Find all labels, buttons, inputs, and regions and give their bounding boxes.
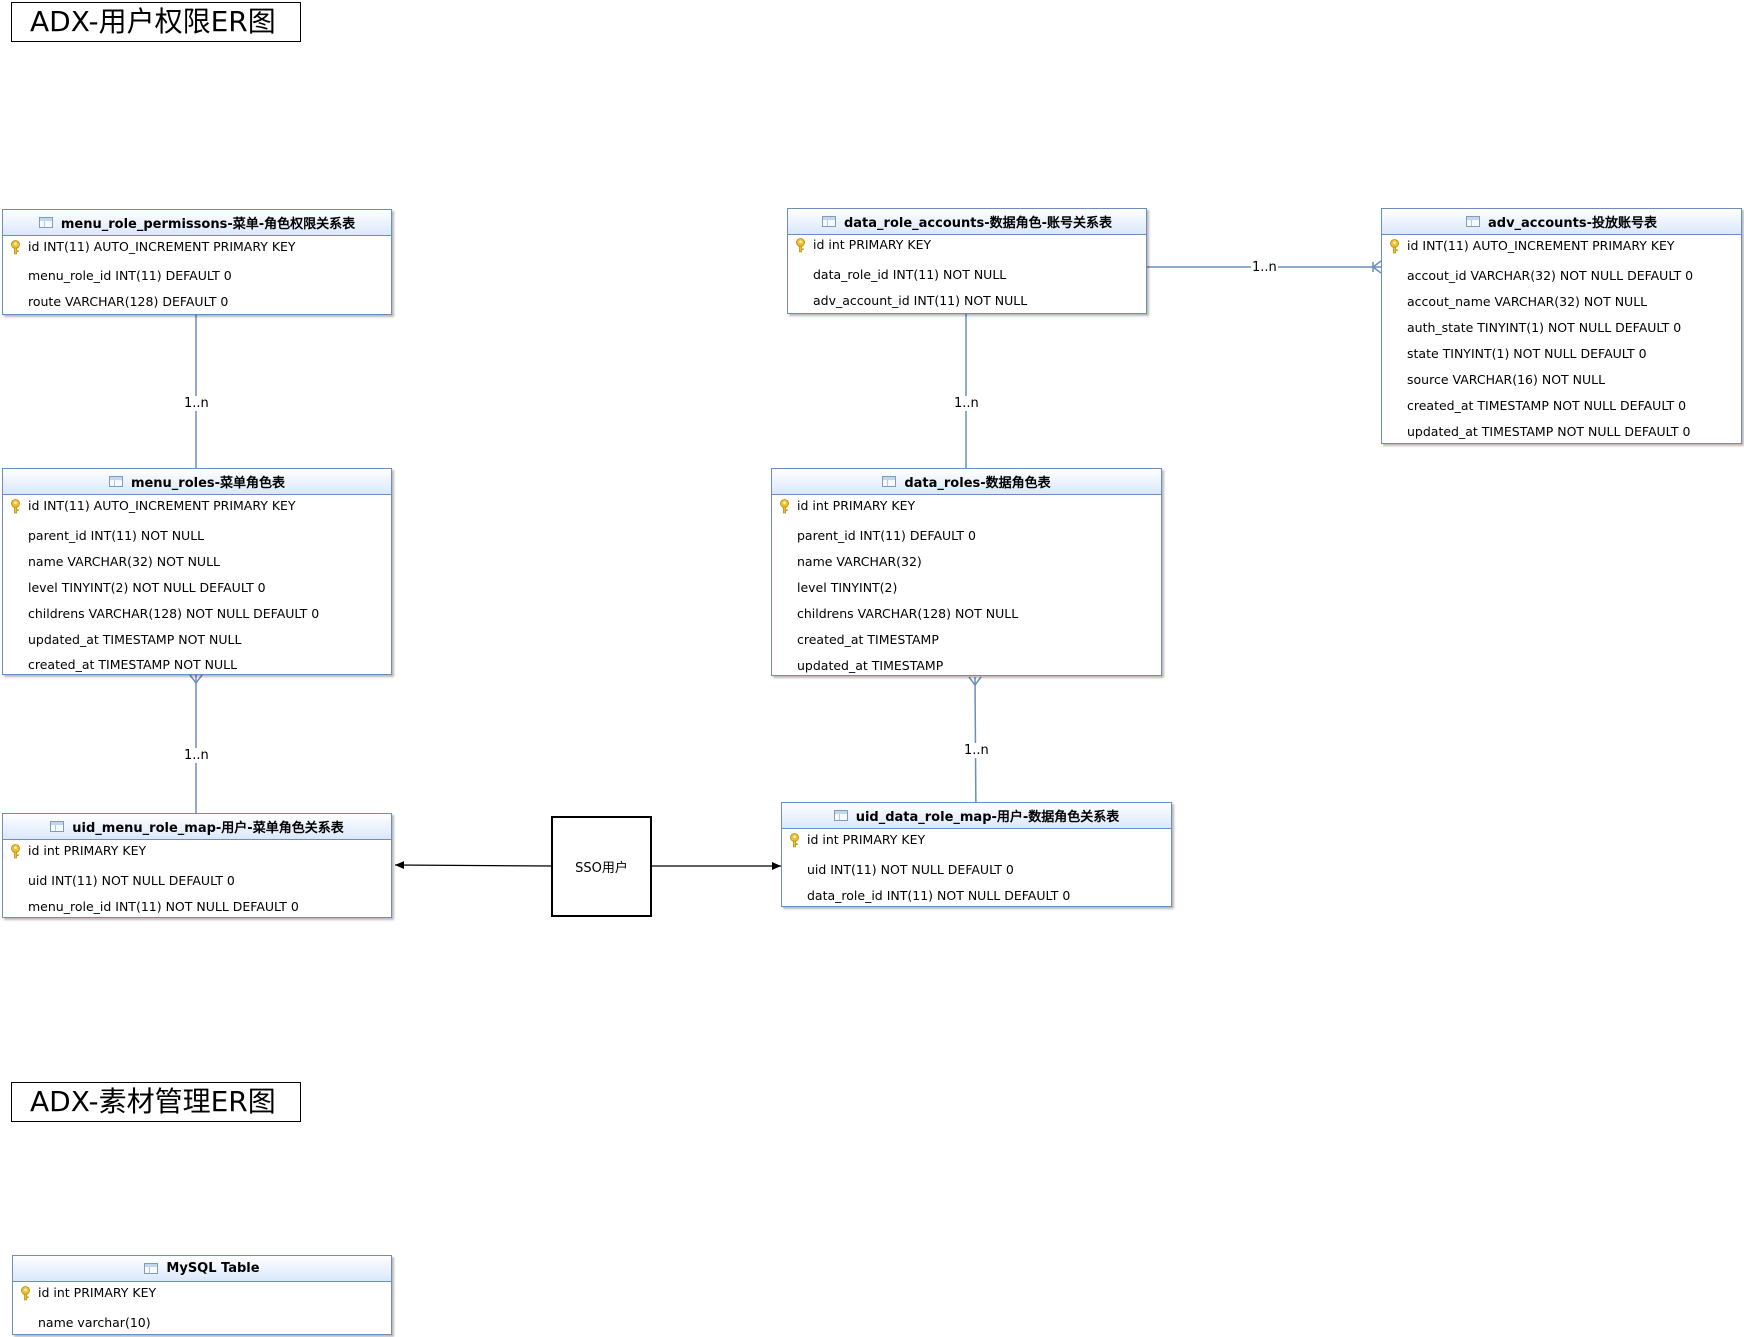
table-name: uid_menu_role_map-用户-菜单角色关系表	[72, 821, 344, 836]
column-row: source VARCHAR(16) NOT NULL	[1407, 372, 1606, 387]
column-row: id int PRIMARY KEY	[3, 841, 391, 861]
table-uid-menu-role-map[interactable]: uid_menu_role_map-用户-菜单角色关系表 id int PRIM…	[2, 813, 392, 918]
section-title-user-permission: ADX-用户权限ER图	[11, 2, 301, 42]
table-header: data_role_accounts-数据角色-账号关系表	[788, 209, 1146, 235]
column-row: id int PRIMARY KEY	[13, 1283, 391, 1303]
primary-key-icon	[11, 240, 20, 255]
primary-key-icon	[780, 499, 789, 514]
column-row: auth_state TINYINT(1) NOT NULL DEFAULT 0	[1407, 320, 1682, 335]
column-row: accout_id VARCHAR(32) NOT NULL DEFAULT 0	[1407, 268, 1694, 283]
table-name: MySQL Table	[166, 1261, 260, 1276]
primary-key-icon	[790, 833, 799, 848]
relation-label-uidmap-roles: 1..n	[183, 748, 210, 763]
column-row: updated_at TIMESTAMP	[797, 658, 944, 673]
column-row: uid INT(11) NOT NULL DEFAULT 0	[28, 873, 235, 888]
column-row: data_role_id INT(11) NOT NULL DEFAULT 0	[807, 888, 1071, 903]
table-name: menu_roles-菜单角色表	[130, 476, 286, 491]
table-header: menu_role_permissons-菜单-角色权限关系表	[3, 210, 391, 236]
table-header: adv_accounts-投放账号表	[1382, 209, 1741, 235]
table-uid-data-role-map[interactable]: uid_data_role_map-用户-数据角色关系表 id int PRIM…	[781, 802, 1172, 907]
table-adv-accounts[interactable]: adv_accounts-投放账号表 id INT(11) AUTO_INCRE…	[1381, 208, 1742, 444]
column-row: updated_at TIMESTAMP NOT NULL	[28, 632, 242, 647]
table-header: uid_data_role_map-用户-数据角色关系表	[782, 803, 1171, 829]
table-icon	[1465, 216, 1480, 227]
column-row: accout_name VARCHAR(32) NOT NULL	[1407, 294, 1648, 309]
table-icon	[108, 476, 123, 487]
column-row: state TINYINT(1) NOT NULL DEFAULT 0	[1407, 346, 1647, 361]
table-icon	[144, 1263, 159, 1274]
table-icon	[50, 821, 65, 832]
table-mysql-table[interactable]: MySQL Table id int PRIMARY KEY name varc…	[12, 1255, 392, 1335]
column-row: id INT(11) AUTO_INCREMENT PRIMARY KEY	[1382, 236, 1741, 256]
column-row: updated_at TIMESTAMP NOT NULL DEFAULT 0	[1407, 424, 1691, 439]
table-icon	[38, 217, 53, 228]
table-header: uid_menu_role_map-用户-菜单角色关系表	[3, 814, 391, 840]
table-data-roles[interactable]: data_roles-数据角色表 id int PRIMARY KEY pare…	[771, 468, 1162, 676]
column-row: id int PRIMARY KEY	[782, 830, 1171, 850]
table-data-role-accounts[interactable]: data_role_accounts-数据角色-账号关系表 id int PRI…	[787, 208, 1147, 314]
column-row: uid INT(11) NOT NULL DEFAULT 0	[807, 862, 1014, 877]
primary-key-icon	[11, 844, 20, 859]
relation-label-accounts-adv: 1..n	[1251, 260, 1278, 275]
column-row: name VARCHAR(32)	[797, 554, 922, 569]
column-row: id INT(11) AUTO_INCREMENT PRIMARY KEY	[3, 496, 391, 516]
column-row: parent_id INT(11) DEFAULT 0	[797, 528, 976, 543]
table-menu-roles[interactable]: menu_roles-菜单角色表 id INT(11) AUTO_INCREME…	[2, 468, 392, 675]
table-header: menu_roles-菜单角色表	[3, 469, 391, 495]
column-row: level TINYINT(2) NOT NULL DEFAULT 0	[28, 580, 266, 595]
section-title-material: ADX-素材管理ER图	[11, 1082, 301, 1122]
column-row: route VARCHAR(128) DEFAULT 0	[28, 294, 229, 309]
table-name: menu_role_permissons-菜单-角色权限关系表	[60, 217, 356, 232]
table-menu-role-permissons[interactable]: menu_role_permissons-菜单-角色权限关系表 id INT(1…	[2, 209, 392, 315]
column-row: created_at TIMESTAMP	[797, 632, 939, 647]
column-row: adv_account_id INT(11) NOT NULL	[813, 293, 1028, 308]
primary-key-icon	[796, 238, 805, 253]
table-icon	[821, 216, 836, 227]
table-icon	[882, 476, 897, 487]
sso-user-entity[interactable]: SSO用户	[551, 816, 652, 917]
arrow-sso-to-uid-menu[interactable]	[394, 861, 552, 870]
column-row: name varchar(10)	[38, 1315, 151, 1330]
primary-key-icon	[1390, 239, 1399, 254]
table-name: adv_accounts-投放账号表	[1487, 216, 1658, 231]
table-name: data_role_accounts-数据角色-账号关系表	[843, 216, 1113, 231]
relation-label-permissons-roles: 1..n	[183, 396, 210, 411]
column-row: name VARCHAR(32) NOT NULL	[28, 554, 221, 569]
column-row: parent_id INT(11) NOT NULL	[28, 528, 205, 543]
table-name: data_roles-数据角色表	[904, 476, 1051, 491]
table-name: uid_data_role_map-用户-数据角色关系表	[855, 810, 1120, 825]
relation-label-accounts-dataroles: 1..n	[953, 396, 980, 411]
column-row: created_at TIMESTAMP NOT NULL	[28, 657, 238, 672]
table-header: MySQL Table	[13, 1256, 391, 1282]
table-icon	[833, 810, 848, 821]
primary-key-icon	[21, 1286, 30, 1301]
table-header: data_roles-数据角色表	[772, 469, 1161, 495]
column-row: data_role_id INT(11) NOT NULL	[813, 267, 1007, 282]
primary-key-icon	[11, 499, 20, 514]
column-row: level TINYINT(2)	[797, 580, 898, 595]
column-row: childrens VARCHAR(128) NOT NULL DEFAULT …	[28, 606, 320, 621]
column-row: id int PRIMARY KEY	[772, 496, 1161, 516]
column-row: created_at TIMESTAMP NOT NULL DEFAULT 0	[1407, 398, 1687, 413]
relation-label-uiddata-dataroles: 1..n	[963, 743, 990, 758]
column-row: id int PRIMARY KEY	[788, 235, 1146, 255]
column-row: menu_role_id INT(11) NOT NULL DEFAULT 0	[28, 899, 299, 914]
column-row: menu_role_id INT(11) DEFAULT 0	[28, 268, 232, 283]
column-row: childrens VARCHAR(128) NOT NULL	[797, 606, 1019, 621]
column-row: id INT(11) AUTO_INCREMENT PRIMARY KEY	[3, 237, 391, 257]
